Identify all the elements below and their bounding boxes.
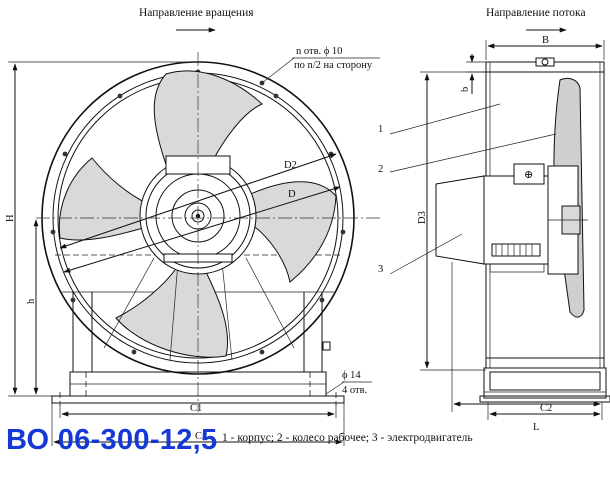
dimension-B: B	[542, 35, 549, 46]
side-view: Направление потока ⊕	[378, 7, 610, 433]
dimension-D2: D2	[284, 160, 297, 171]
height-dimensions	[8, 61, 194, 397]
dimension-H: H	[5, 214, 16, 222]
callout-3: 3	[378, 264, 383, 275]
side-dimensions	[420, 40, 605, 420]
side-motor: ⊕	[435, 163, 588, 275]
bottom-holes-note-1: ϕ 14	[342, 370, 361, 381]
top-holes-leader	[261, 57, 295, 84]
bottom-holes-leader	[325, 381, 345, 395]
dimension-D: D	[288, 189, 296, 200]
cable-gland-icon	[322, 341, 331, 351]
dimension-D3: D3	[417, 211, 428, 224]
rotation-direction-label: Направление вращения	[139, 7, 254, 19]
side-base	[479, 367, 610, 403]
dimension-h: h	[26, 298, 37, 304]
support-struts	[103, 257, 295, 361]
dimension-L: L	[533, 422, 539, 433]
top-holes-note-2: по n/2 на сторону	[294, 60, 373, 71]
callout-1: 1	[378, 124, 383, 135]
dimension-C1: C1	[190, 403, 202, 414]
dimension-line-D	[63, 186, 341, 273]
front-view: Направление вращения	[5, 7, 380, 446]
flow-direction-label: Направление потока	[486, 7, 586, 19]
svg-text:⊕: ⊕	[524, 169, 533, 181]
model-title: ВО 06-300-12,5	[6, 424, 218, 456]
callout-2: 2	[378, 164, 383, 175]
bottom-holes-note-2: 4 отв.	[342, 385, 367, 396]
parts-legend: 1 - корпус; 2 - колесо рабочее; 3 - элек…	[222, 432, 473, 444]
dimension-C2: C2	[540, 403, 552, 414]
dimension-C: C	[195, 431, 202, 442]
width-dimensions	[51, 403, 345, 446]
top-holes-note-1: n отв. ϕ 10	[296, 46, 342, 57]
dimension-b: b	[460, 87, 471, 92]
